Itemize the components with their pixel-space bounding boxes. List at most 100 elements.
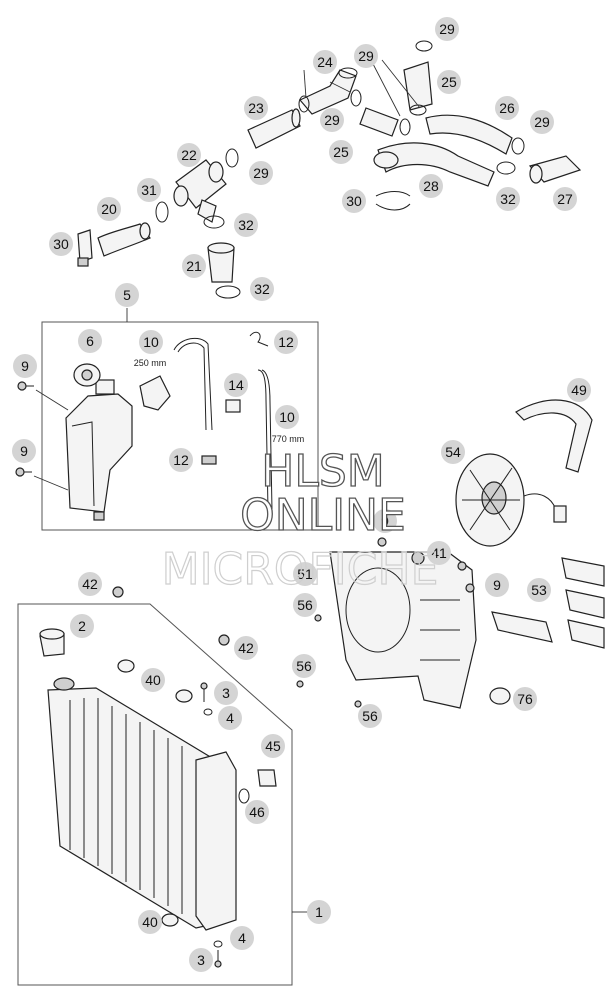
svg-text:53: 53 <box>531 582 547 598</box>
svg-text:9: 9 <box>21 358 29 374</box>
callout-29c: 29 <box>320 108 344 132</box>
svg-text:29: 29 <box>253 165 269 181</box>
svg-text:32: 32 <box>238 217 254 233</box>
callout-1: 1 <box>307 900 331 924</box>
svg-text:32: 32 <box>254 281 270 297</box>
callout-32a: 32 <box>234 213 258 237</box>
grommet-40-lower <box>161 913 179 927</box>
svg-text:46: 46 <box>249 804 265 820</box>
hose-clip-30-right <box>375 191 411 211</box>
hose-clip-30-left <box>77 229 93 267</box>
hose-25-center <box>359 107 411 137</box>
callout-9b: 9 <box>12 439 36 463</box>
svg-text:4: 4 <box>226 710 234 726</box>
svg-text:12: 12 <box>173 452 189 468</box>
callout-40a: 40 <box>141 668 165 692</box>
callout-25a: 25 <box>437 70 461 94</box>
svg-text:54: 54 <box>445 444 461 460</box>
callout-4b: 4 <box>230 926 254 950</box>
callout-9a: 9 <box>13 354 37 378</box>
callout-29a: 29 <box>435 17 459 41</box>
callout-5: 5 <box>115 283 139 307</box>
svg-text:56: 56 <box>297 597 313 613</box>
callout-30b: 30 <box>342 189 366 213</box>
fitting-45 <box>257 769 277 787</box>
svg-text:1: 1 <box>315 904 323 920</box>
svg-text:40: 40 <box>142 914 158 930</box>
svg-text:9: 9 <box>493 577 501 593</box>
callout-42b: 42 <box>234 636 258 660</box>
callout-41: 41 <box>427 541 451 565</box>
svg-text:6: 6 <box>86 333 94 349</box>
svg-text:22: 22 <box>181 147 197 163</box>
callout-21: 21 <box>182 254 206 278</box>
callout-23: 23 <box>244 96 268 120</box>
grommet-40-upper <box>117 659 193 703</box>
hose-26 <box>425 114 513 155</box>
washer-4-upper <box>203 708 213 716</box>
hose-28 <box>373 142 495 187</box>
fasteners-shroud <box>296 537 475 708</box>
screw-9-upper <box>17 381 34 391</box>
callout-29b: 29 <box>354 44 378 68</box>
bracket-49 <box>515 399 593 473</box>
washer-4-lower <box>213 940 223 948</box>
measure-250mm: 250 mm <box>134 358 167 368</box>
svg-text:12: 12 <box>278 334 294 350</box>
callout-28: 28 <box>419 174 443 198</box>
callout-9c: 9 <box>373 509 397 533</box>
callout-3b: 3 <box>189 948 213 972</box>
callout-51: 51 <box>293 562 317 586</box>
clamp-32-lower <box>215 285 241 299</box>
svg-text:42: 42 <box>238 640 254 656</box>
hose-10-short <box>173 337 213 431</box>
hose-fitting <box>139 375 171 411</box>
svg-text:49: 49 <box>571 382 587 398</box>
svg-text:30: 30 <box>53 236 69 252</box>
svg-text:56: 56 <box>296 658 312 674</box>
callout-32c: 32 <box>496 187 520 211</box>
radiator-core <box>47 687 237 931</box>
clamp-29-right <box>511 137 525 155</box>
clip-14 <box>225 399 241 413</box>
clamp-32-right <box>496 161 516 175</box>
callout-42a: 42 <box>78 572 102 596</box>
svg-text:76: 76 <box>517 691 533 707</box>
callout-24: 24 <box>313 50 337 74</box>
svg-text:42: 42 <box>82 576 98 592</box>
sensor-76 <box>489 687 511 705</box>
svg-text:20: 20 <box>101 201 117 217</box>
screw-42-top <box>112 586 124 598</box>
svg-text:27: 27 <box>557 191 573 207</box>
callout-9d: 9 <box>485 573 509 597</box>
o-ring-46 <box>238 788 250 804</box>
radiator-group-frame <box>17 603 293 986</box>
callout-53: 53 <box>527 578 551 602</box>
tank-cap-6 <box>73 363 101 387</box>
watermark-line3: MICROFICHE <box>162 544 439 595</box>
svg-text:23: 23 <box>248 100 264 116</box>
callout-20: 20 <box>97 197 121 221</box>
clamp-29-pair <box>298 89 362 113</box>
hose-23 <box>247 108 301 149</box>
svg-text:40: 40 <box>145 672 161 688</box>
svg-text:51: 51 <box>297 566 313 582</box>
svg-text:28: 28 <box>423 178 439 194</box>
expansion-tank-group-frame <box>41 321 319 531</box>
callout-29e: 29 <box>249 161 273 185</box>
svg-text:45: 45 <box>265 738 281 754</box>
svg-text:29: 29 <box>358 48 374 64</box>
svg-text:29: 29 <box>439 21 455 37</box>
callout-32b: 32 <box>250 277 274 301</box>
svg-text:41: 41 <box>431 545 447 561</box>
svg-text:10: 10 <box>279 409 295 425</box>
svg-text:2: 2 <box>78 618 86 634</box>
hose-25-upper <box>403 40 433 116</box>
svg-text:31: 31 <box>141 182 157 198</box>
hose-24 <box>299 67 358 115</box>
radiator-cap-neck <box>53 677 75 691</box>
callout-4a: 4 <box>218 706 242 730</box>
watermark-line2: ONLINE <box>240 490 406 541</box>
callout-29d: 29 <box>530 110 554 134</box>
